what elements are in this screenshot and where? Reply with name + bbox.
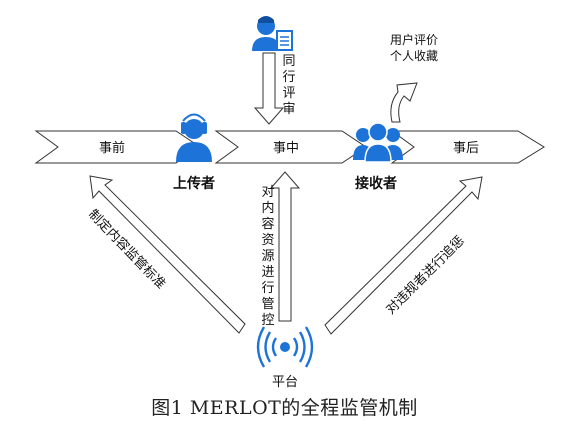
svg-text:对: 对 <box>261 185 274 200</box>
stage-after-label: 事后 <box>453 141 479 156</box>
svg-text:同: 同 <box>282 54 295 69</box>
user-feedback-curved-arrow <box>390 82 418 123</box>
peer-review-arrow <box>253 52 285 125</box>
stage-after-chevron <box>390 130 545 164</box>
user-feedback-line1: 用户评价 <box>390 32 438 47</box>
figure-caption: 图1 MERLOT的全程监管机制 <box>151 397 418 419</box>
svg-text:内: 内 <box>261 200 274 216</box>
peer-review-text: 同 行 评 审 <box>282 54 295 117</box>
platform-broadcast-icon <box>256 326 314 368</box>
svg-text:源: 源 <box>261 249 274 264</box>
stage-before-chevron <box>34 130 201 164</box>
svg-text:行: 行 <box>261 281 274 296</box>
stage-before-label: 事前 <box>99 140 125 156</box>
svg-text:审: 审 <box>282 102 295 117</box>
svg-text:行: 行 <box>282 70 295 85</box>
receiver-label: 接收者 <box>355 175 397 192</box>
svg-text:资: 资 <box>261 233 274 248</box>
stage-during-chevron <box>214 130 367 164</box>
svg-text:管: 管 <box>261 297 274 312</box>
internal-control-text: 对 内 容 资 源 进 行 管 控 <box>261 185 274 328</box>
right-arrow-label: 对违规者进行追惩 <box>383 233 468 318</box>
left-diagonal-arrow <box>89 175 246 334</box>
reviewer-icon <box>252 16 293 51</box>
platform-label: 平台 <box>272 375 298 390</box>
uploader-label: 上传者 <box>173 175 215 192</box>
svg-text:评: 评 <box>282 86 295 101</box>
svg-text:进: 进 <box>261 265 274 280</box>
stage-during-label: 事中 <box>273 141 299 156</box>
right-diagonal-arrow <box>324 176 483 335</box>
internal-control-arrow <box>269 171 301 322</box>
svg-text:控: 控 <box>261 313 274 328</box>
receiver-icon <box>353 122 403 163</box>
user-feedback-line2: 个人收藏 <box>390 49 438 63</box>
uploader-icon <box>176 113 212 162</box>
svg-text:容: 容 <box>261 216 274 232</box>
